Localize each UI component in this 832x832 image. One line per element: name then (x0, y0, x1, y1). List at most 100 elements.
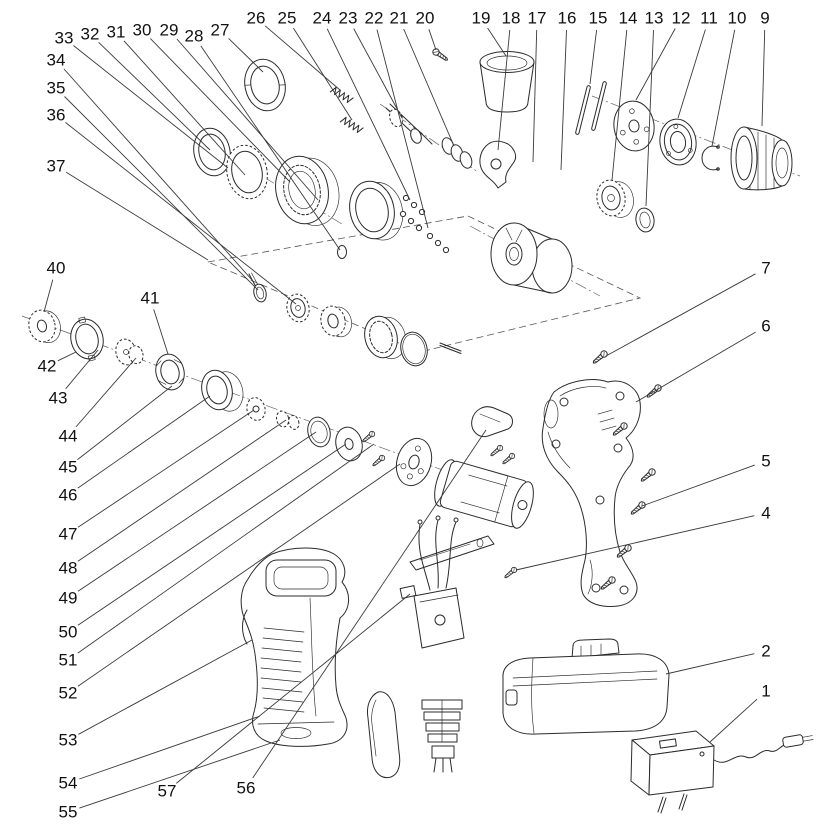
leader-line-24 (326, 28, 411, 201)
plug-pins (657, 793, 688, 814)
cam-washer-disc (613, 100, 655, 152)
screw (431, 47, 450, 64)
leader-line-6 (635, 331, 756, 403)
part-number-50: 50 (59, 623, 78, 642)
part-number-29: 29 (160, 21, 179, 40)
leader-line-28 (200, 45, 341, 251)
leader-line-44 (75, 357, 137, 428)
leader-line-56 (252, 429, 487, 779)
part-number-26: 26 (247, 9, 266, 28)
part-number-42: 42 (38, 357, 57, 376)
spindle-shaft (385, 103, 433, 145)
leader-line-46 (77, 395, 211, 489)
part-number-34: 34 (47, 51, 66, 70)
part-number-48: 48 (59, 559, 78, 578)
leader-line-30 (150, 38, 291, 183)
retaining-clip-small (337, 245, 347, 259)
retaining-clip (701, 145, 720, 171)
part-number-12: 12 (672, 9, 691, 28)
part-number-10: 10 (728, 9, 747, 28)
leader-line-11 (677, 29, 706, 119)
screw (500, 451, 517, 467)
part-number-37: 37 (47, 157, 66, 176)
leader-line-36 (65, 122, 297, 305)
part-number-32: 32 (81, 25, 100, 44)
leader-line-53 (78, 639, 253, 735)
power-plug (782, 734, 814, 748)
bit-holder-bar (409, 535, 495, 571)
leader-line-9 (761, 29, 766, 127)
screw (502, 565, 519, 581)
leader-line-40 (43, 279, 54, 313)
charger (630, 730, 715, 814)
leader-line-13 (645, 29, 654, 207)
part-number-9: 9 (760, 9, 769, 28)
part-number-31: 31 (107, 23, 126, 42)
leader-line-5 (641, 464, 755, 507)
part-number-19: 19 (472, 9, 491, 28)
part-number-47: 47 (59, 525, 78, 544)
leader-line-54 (79, 715, 261, 780)
part-number-23: 23 (339, 9, 358, 28)
motor (434, 459, 534, 529)
switch-assembly (399, 515, 465, 649)
part-number-1: 1 (761, 682, 770, 701)
leader-line-31 (123, 40, 246, 176)
leader-line-47 (77, 409, 255, 528)
part-number-33: 33 (55, 29, 74, 48)
part-number-41: 41 (141, 289, 160, 308)
part-number-17: 17 (528, 9, 547, 28)
chuck-sleeve (730, 126, 793, 191)
hammer-block (490, 222, 573, 294)
impact-anvil (479, 140, 517, 189)
leader-line-25 (293, 27, 353, 121)
part-number-51: 51 (59, 651, 78, 670)
leader-line-57 (176, 593, 411, 784)
leader-line-2 (665, 653, 755, 675)
part-number-20: 20 (416, 9, 435, 28)
leader-line-33 (73, 45, 229, 169)
leader-line-26 (264, 25, 341, 91)
part-number-40: 40 (47, 259, 66, 278)
part-number-13: 13 (645, 9, 664, 28)
part-number-16: 16 (558, 9, 577, 28)
part-number-43: 43 (49, 389, 68, 408)
part-number-15: 15 (589, 9, 608, 28)
part-number-6: 6 (761, 317, 770, 336)
gear-hub (596, 179, 634, 218)
part-number-7: 7 (761, 259, 770, 278)
part-number-4: 4 (761, 504, 770, 523)
leader-line-10 (711, 29, 736, 147)
leader-line-35 (64, 96, 259, 291)
charger-cord (713, 734, 814, 763)
leader-line-42 (57, 351, 77, 362)
leader-line-45 (77, 385, 173, 460)
washer (635, 207, 655, 233)
leader-line-29 (176, 38, 319, 201)
leader-line-51 (77, 443, 375, 654)
leader-line-7 (605, 273, 756, 357)
part-number-36: 36 (47, 106, 66, 125)
leader-line-37 (65, 171, 209, 261)
washer-stack (441, 137, 473, 169)
leader-line-22 (376, 29, 429, 229)
leader-line-41 (153, 309, 169, 355)
part-number-28: 28 (185, 27, 204, 46)
fr-selector (471, 406, 513, 438)
part-number-55: 55 (59, 803, 78, 822)
leader-line-23 (353, 28, 403, 119)
leader-line-27 (228, 38, 264, 73)
part-number-30: 30 (133, 21, 152, 40)
switch-wires (417, 515, 459, 591)
leader-line-48 (77, 419, 287, 562)
leader-line-15 (589, 29, 598, 85)
leader-line-43 (65, 349, 99, 390)
leader-line-16 (560, 29, 567, 171)
leader-line-34 (63, 68, 253, 281)
part-number-53: 53 (59, 731, 78, 750)
ball-bearing (659, 118, 697, 166)
leader-line-14 (611, 29, 628, 181)
